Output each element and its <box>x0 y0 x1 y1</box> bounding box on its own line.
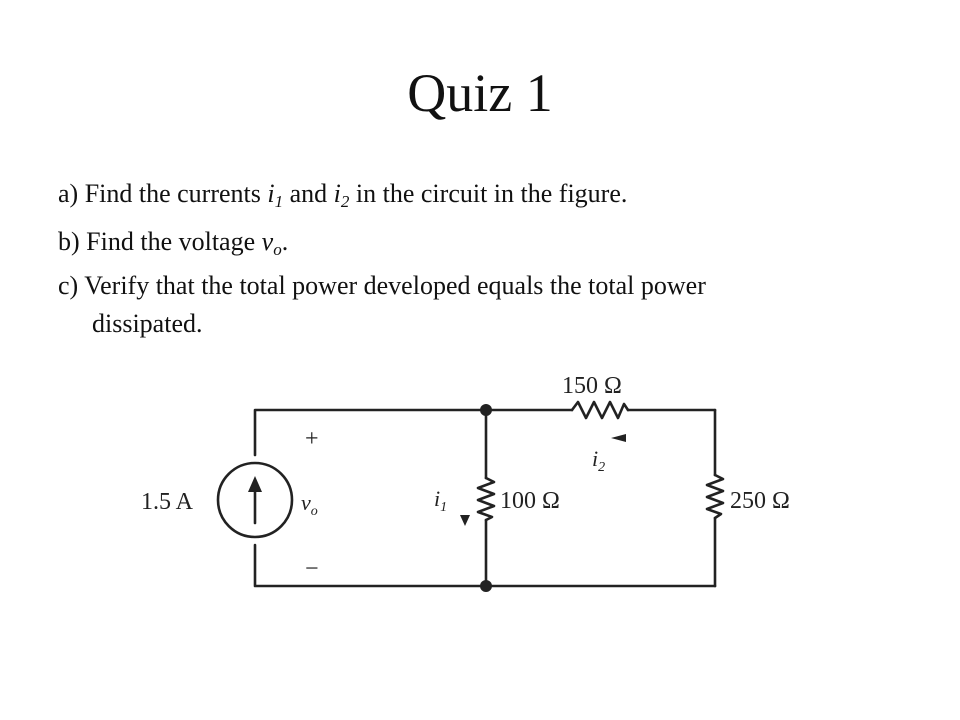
junction-top-icon <box>480 404 492 416</box>
question-a-mid: and <box>283 179 334 208</box>
question-a: a) Find the currents i1 and i2 in the ci… <box>58 177 627 211</box>
question-b: b) Find the voltage vo. <box>58 225 288 259</box>
question-c-line1: c) Verify that the total power developed… <box>58 271 706 300</box>
i2-label: i2 <box>592 446 605 475</box>
question-a-post: in the circuit in the figure. <box>349 179 628 208</box>
i1-label: i1 <box>434 486 447 515</box>
vo-minus-sign: − <box>305 556 319 582</box>
i1-arrow-icon <box>460 515 470 526</box>
question-b-post: . <box>281 227 289 256</box>
vo-label: vo <box>301 490 318 519</box>
question-a-sub2: 2 <box>340 192 350 211</box>
question-a-sub1: 1 <box>274 192 284 211</box>
i2-arrow-icon <box>611 434 626 442</box>
resistor-100-label: 100 Ω <box>500 488 560 514</box>
current-source-circle <box>216 461 294 539</box>
resistor-250-label: 250 Ω <box>730 488 790 514</box>
question-a-pre: a) Find the currents <box>58 179 268 208</box>
question-a-var2: i <box>333 179 341 208</box>
question-a-var1: i <box>267 179 275 208</box>
question-b-var: v <box>261 227 274 256</box>
resistor-100-symbol <box>476 476 496 522</box>
source-label: 1.5 A <box>141 489 194 515</box>
resistor-150-label: 150 Ω <box>562 373 622 399</box>
question-b-pre: b) Find the voltage <box>58 227 262 256</box>
junction-bottom-icon <box>480 580 492 592</box>
wire-bottom-left <box>253 543 717 588</box>
resistor-150-symbol <box>570 400 630 420</box>
question-b-sub: o <box>273 240 282 259</box>
question-c-line2: dissipated. <box>92 309 203 338</box>
vo-plus-sign: + <box>305 426 319 452</box>
current-source-arrow-head <box>248 476 262 492</box>
resistor-250-symbol <box>705 473 725 520</box>
wire-top-left <box>253 408 574 457</box>
quiz-title: Quiz 1 <box>407 63 553 123</box>
